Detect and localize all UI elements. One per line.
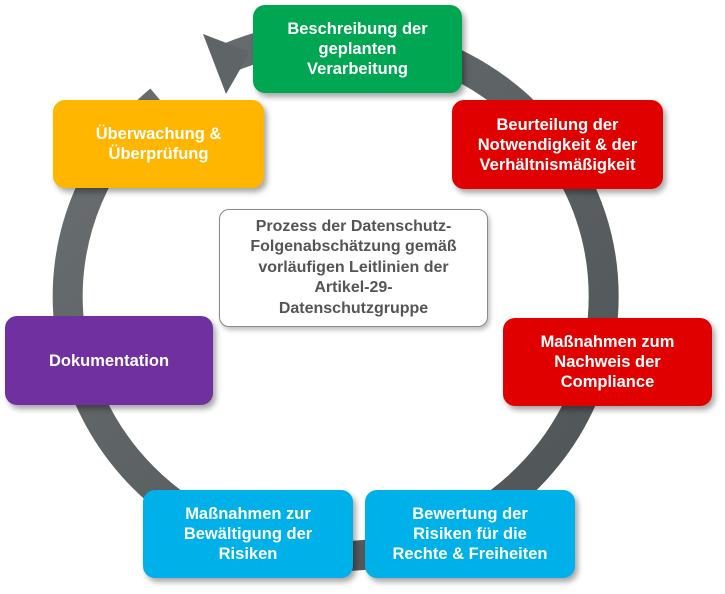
- step-necessity-assessment: Beurteilung der Notwendigkeit & der Verh…: [452, 100, 663, 189]
- step-compliance-measures: Maßnahmen zum Nachweis der Compliance: [503, 318, 712, 406]
- center-title: Prozess der Datenschutz- Folgenabschätzu…: [250, 217, 457, 317]
- step-monitoring-review-label: Überwachung & Überprüfung: [95, 125, 222, 163]
- step-risk-assessment-label: Bewertung der Risiken für die Rechte & F…: [392, 505, 548, 563]
- step-description: Beschreibung der geplanten Verarbeitung: [253, 5, 462, 93]
- step-necessity-assessment-label: Beurteilung der Notwendigkeit & der Verh…: [477, 115, 638, 174]
- cycle-arrowhead: [203, 34, 250, 94]
- step-risk-mitigation: Maßnahmen zur Bewältigung der Risiken: [143, 490, 353, 578]
- step-compliance-measures-label: Maßnahmen zum Nachweis der Compliance: [540, 333, 675, 391]
- step-description-label: Beschreibung der geplanten Verarbeitung: [287, 20, 428, 78]
- step-documentation-label: Dokumentation: [48, 351, 170, 370]
- step-documentation: Dokumentation: [5, 316, 213, 405]
- step-monitoring-review: Überwachung & Überprüfung: [53, 100, 264, 188]
- step-risk-mitigation-label: Maßnahmen zur Bewältigung der Risiken: [183, 505, 313, 563]
- center-title-box: Prozess der Datenschutz- Folgenabschätzu…: [219, 209, 488, 327]
- step-risk-assessment: Bewertung der Risiken für die Rechte & F…: [365, 490, 575, 578]
